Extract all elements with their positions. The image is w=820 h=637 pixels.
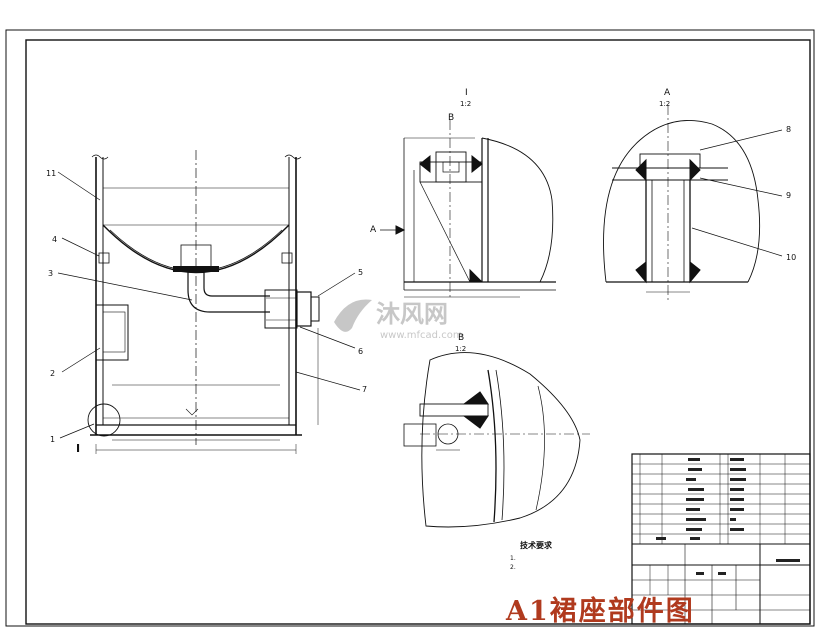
view-a-label: A xyxy=(664,88,671,98)
watermark-logo-icon xyxy=(334,299,372,332)
balloon-8: 8 xyxy=(786,125,791,134)
balloon-2: 2 xyxy=(50,369,55,378)
notes-line-1: 1. xyxy=(510,555,516,562)
watermark-url: www.mfcad.com xyxy=(380,330,463,341)
view-a-arrow-label: A xyxy=(370,225,377,235)
sheet-title: A1裙座部件图 xyxy=(506,596,695,627)
bom-cell-marks xyxy=(656,458,800,575)
balloon-6: 6 xyxy=(358,347,363,356)
notes-heading: 技术要求 xyxy=(520,540,553,550)
leader-lines xyxy=(57,171,361,439)
title-block xyxy=(631,453,811,625)
balloon-1: 1 xyxy=(50,435,55,444)
balloon-11: 11 xyxy=(46,169,56,178)
watermark-brand: 沐风网 xyxy=(376,300,448,328)
outer-border xyxy=(5,29,815,627)
section-b-label: B xyxy=(458,333,464,343)
detail-marker: I xyxy=(76,442,80,455)
balloon-3: 3 xyxy=(48,269,53,278)
section-i-view xyxy=(380,120,556,300)
view-a xyxy=(603,105,783,300)
balloon-5: 5 xyxy=(358,268,363,277)
drawing-frame xyxy=(25,39,811,625)
section-i-label: I xyxy=(465,88,468,98)
balloon-9: 9 xyxy=(786,191,791,200)
balloon-7: 7 xyxy=(362,385,367,394)
balloon-4: 4 xyxy=(52,235,57,244)
section-i-scale: 1:2 xyxy=(460,100,471,108)
balloon-10: 10 xyxy=(786,253,796,262)
view-a-scale: 1:2 xyxy=(659,100,670,108)
main-view xyxy=(87,150,320,454)
view-b-arrow-label: B xyxy=(448,113,454,123)
section-b-view xyxy=(403,352,590,528)
notes-line-2: 2. xyxy=(510,564,516,571)
watermark: 沐风网 www.mfcad.com xyxy=(334,299,463,341)
section-b-scale: 1:2 xyxy=(455,345,466,353)
